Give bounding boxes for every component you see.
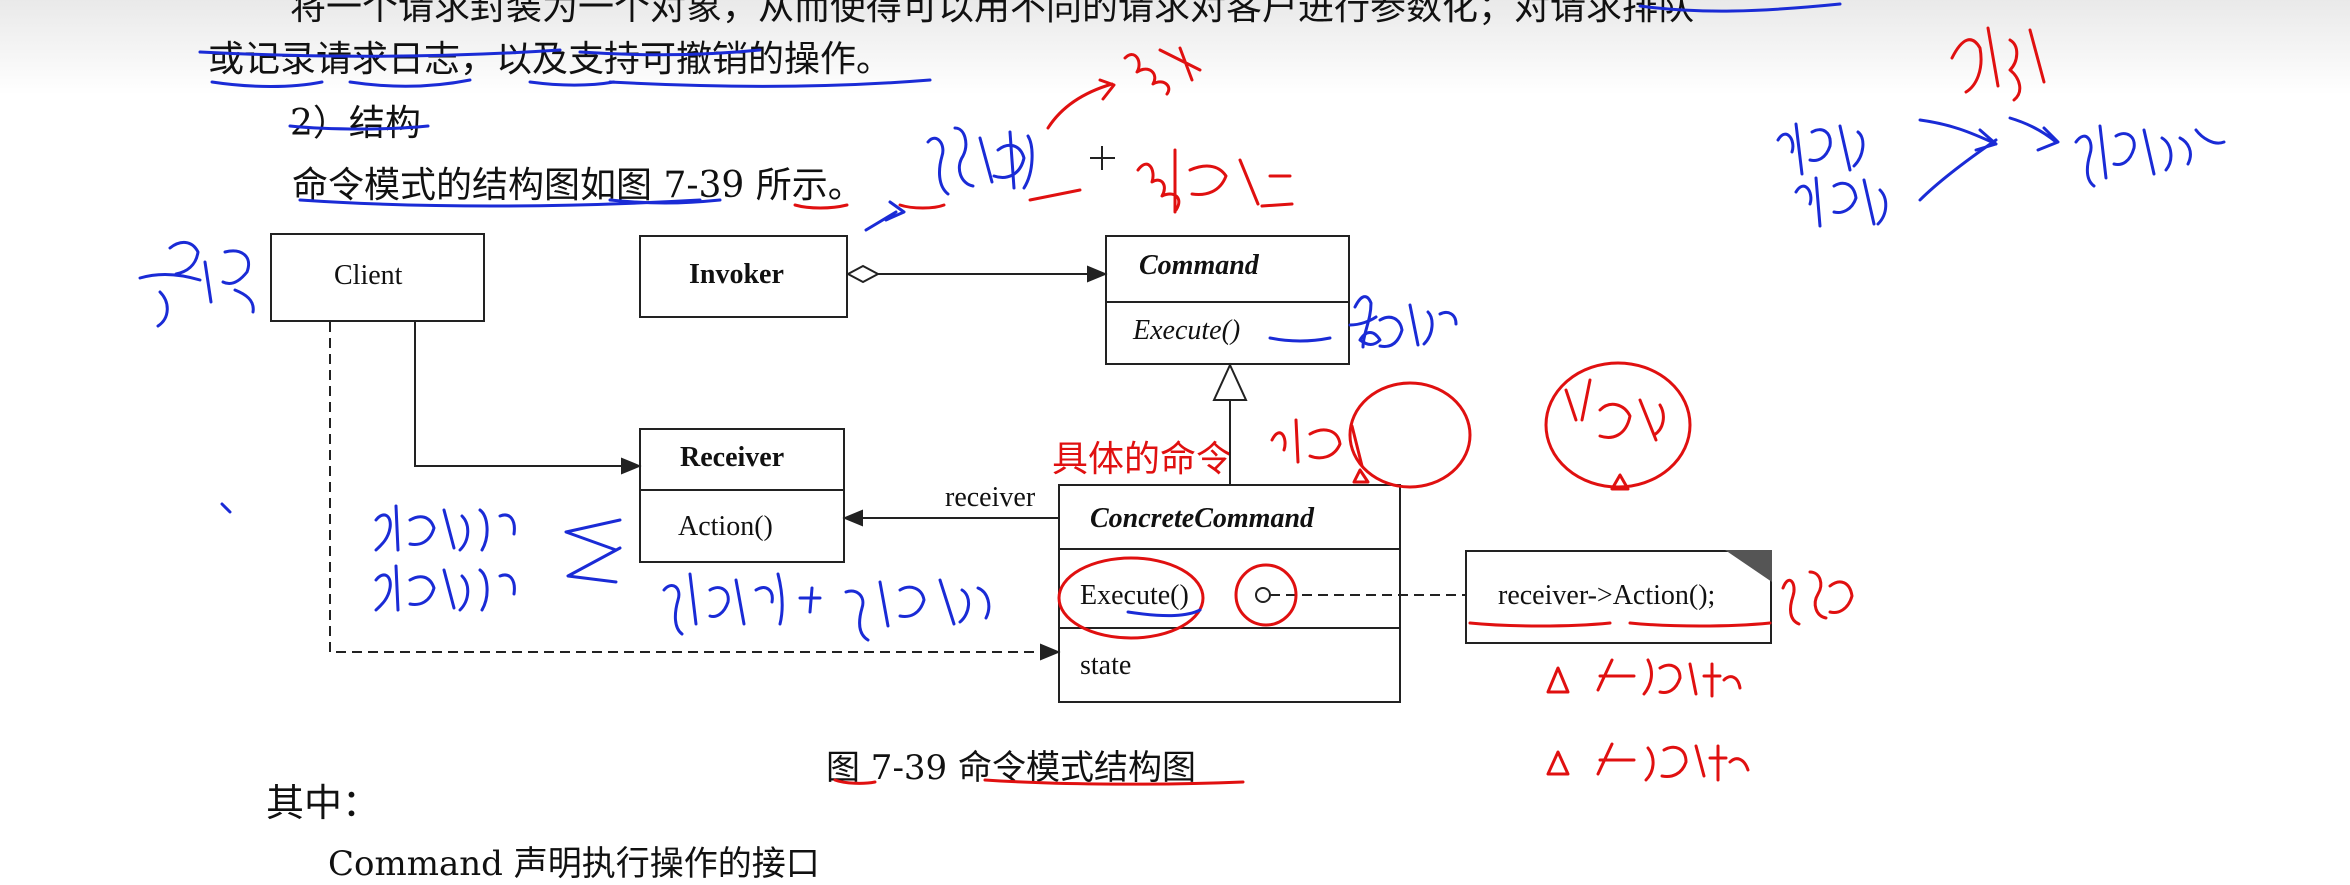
red-pen-marks [793,26,2046,786]
arrowhead-concrete [1040,643,1061,661]
command-label: Command [1139,250,1259,281]
command-class [1105,235,1350,365]
concrete-command-attribute: state [1080,650,1132,681]
receiver-label: Receiver [680,442,785,473]
receiver-class [639,428,845,563]
invoker-label: Invoker [689,259,784,290]
arrowhead-receiver-assoc [842,509,863,527]
client-class [270,233,485,322]
concrete-command-class [1058,484,1401,703]
concrete-command-label: ConcreteCommand [1090,503,1315,534]
note-fold [1725,550,1772,582]
typed-annotation: 具体的命令 [1052,439,1233,480]
section-heading: 2）结构 [290,103,421,144]
code-note [1465,550,1772,644]
inheritance-triangle [1212,362,1248,401]
client-receiver-line [414,322,625,467]
arrowhead-command [1087,265,1108,283]
client-label: Client [334,260,403,291]
concrete-command-operation: Execute() [1080,580,1189,611]
receiver-operation: Action() [678,511,773,542]
where-label: 其中： [266,781,381,825]
aggregation-diamond [845,264,881,284]
text-line-top: 将一个请求封装为一个对象，从而使得可以用不同的请求对客户进行参数化；对请求排队 [290,0,1695,28]
intro-text: 命令模式的结构图如图 7-39 所示。 [292,165,864,206]
diagram-ink-layer [138,2,2226,786]
invoker-class [639,235,848,318]
command-operation: Execute() [1133,315,1241,346]
code-note-text: receiver->Action(); [1498,580,1716,611]
text-line-1: 或记录请求日志，以及支持可撤销的操作。 [208,39,893,80]
arrowhead-receiver [621,457,642,475]
client-concrete-dashed [329,322,1045,653]
note-anchor [1255,587,1271,603]
receiver-association-label: receiver [945,482,1036,513]
blue-pen-marks [138,2,2226,642]
